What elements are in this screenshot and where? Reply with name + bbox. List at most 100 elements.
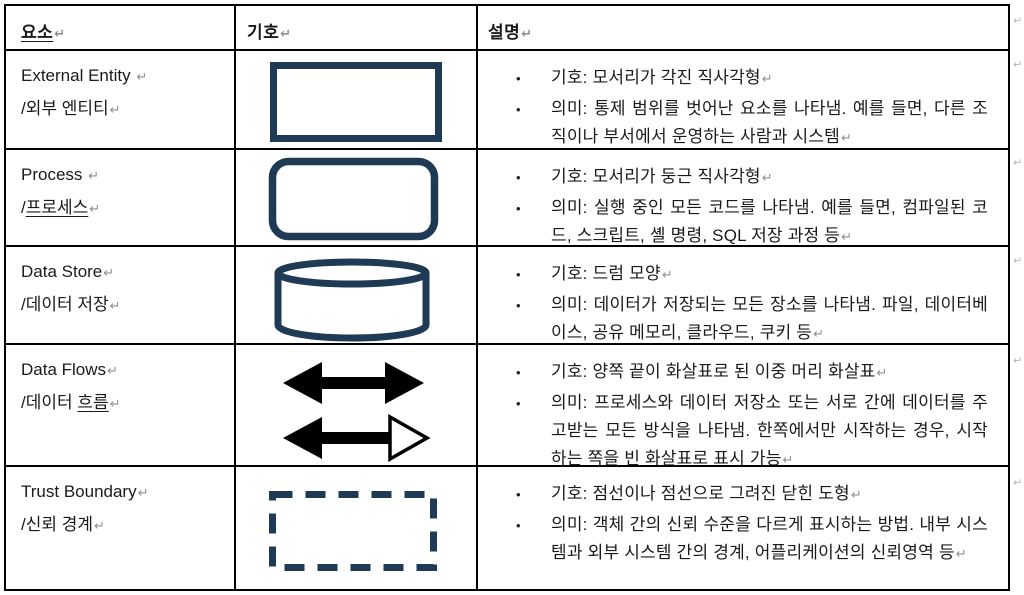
symbol-cell <box>236 467 478 589</box>
description-cell: •기호: 모서리가 각진 직사각형↵•의미: 통제 범위를 벗어난 요소를 나타… <box>478 51 1008 150</box>
paragraph-mark-icon: ↵ <box>54 26 66 41</box>
element-name-text: External Entity <box>21 66 136 85</box>
element-name-text: Data Flows <box>21 360 107 379</box>
bullet-dot-icon: • <box>516 267 521 282</box>
paragraph-mark-icon: ↵ <box>136 69 148 84</box>
element-name-cell: Trust Boundary↵/신뢰 경계↵ <box>6 467 236 589</box>
element-name-text: 흐름 <box>77 393 109 412</box>
bullet-text: 의미: 실행 중인 모든 코드를 나타냄. 예를 들면, 컴파일된 코드, 스크… <box>551 198 988 245</box>
bullet-item: •기호: 모서리가 둥근 직사각형↵ <box>516 163 1000 192</box>
bullet-text: 기호: 모서리가 둥근 직사각형↵ <box>551 167 773 186</box>
header-label-description: 설명 <box>488 23 521 42</box>
element-name-line: Process ↵ <box>21 159 230 192</box>
row-end-mark-icon: ↵ <box>1013 157 1023 169</box>
half-filled-arrow-shaft <box>283 417 390 459</box>
element-name-line: /프로세스↵ <box>21 192 230 225</box>
element-name-text: 프로세스 <box>25 198 89 217</box>
bullet-dot-icon: • <box>516 71 521 86</box>
bullet-text: 기호: 점선이나 점선으로 그려진 닫힌 도형↵ <box>551 484 862 503</box>
bullet-item: • 기호: 드럼 모양↵ <box>516 260 1000 289</box>
element-name-cell: External Entity ↵/외부 엔티티↵ <box>6 51 236 150</box>
element-name-text: /외부 엔티티 <box>21 99 109 118</box>
header-cell-element: 요소↵ <box>6 6 236 51</box>
bullet-item: • 기호: 점선이나 점선으로 그려진 닫힌 도형↵ <box>516 480 1000 509</box>
paragraph-mark-icon: ↵ <box>94 518 105 533</box>
dfd-elements-table: 요소↵ 기호↵ 설명↵ External Entity ↵/외부 엔티티↵ •기… <box>4 4 1010 591</box>
hollow-arrowhead <box>388 413 431 463</box>
paragraph-mark-icon: ↵ <box>850 487 862 502</box>
description-cell: •기호: 모서리가 둥근 직사각형↵ • 의미: 실행 중인 모든 코드를 나타냄.… <box>478 150 1008 247</box>
bullet-dot-icon: • <box>516 298 521 313</box>
row-end-mark-icon: ↵ <box>1013 59 1023 71</box>
bullet-text: 기호: 드럼 모양↵ <box>551 264 673 283</box>
bullet-item: • 의미: 데이터가 저장되는 모든 장소를 나타냄. 파일, 데이터베이스, 공… <box>516 291 1000 343</box>
element-name-cell: Data Store↵/데이터 저장↵ <box>6 247 236 345</box>
paragraph-mark-icon: ↵ <box>88 168 100 183</box>
description-cell: • 기호: 점선이나 점선으로 그려진 닫힌 도형↵ • 의미: 객체 간의 신뢰 수… <box>478 467 1008 589</box>
description-cell: • 기호: 드럼 모양↵ • 의미: 데이터가 저장되는 모든 장소를 나타냄. 파일… <box>478 247 1008 345</box>
row-end-mark-icon: ↵ <box>1013 355 1023 367</box>
symbol-cell <box>236 51 478 150</box>
paragraph-mark-icon: ↵ <box>521 26 533 41</box>
paragraph-mark-icon: ↵ <box>955 546 967 561</box>
header-label-symbol: 기호 <box>247 23 280 42</box>
element-name-text: / <box>21 198 26 217</box>
header-cell-symbol: 기호↵ <box>236 6 478 51</box>
bullet-dot-icon: • <box>516 201 521 216</box>
bullet-item: •기호: 모서리가 각진 직사각형↵ <box>516 64 1000 93</box>
data-store-symbol <box>274 258 430 342</box>
double-filled-arrow <box>283 362 424 404</box>
paragraph-mark-icon: ↵ <box>761 71 773 86</box>
paragraph-mark-icon: ↵ <box>103 265 115 280</box>
paragraph-mark-icon: ↵ <box>280 26 292 41</box>
description-cell: • 기호: 양쪽 끝이 화살표로 된 이중 머리 화살표↵ • 의미: 프로세스와 데… <box>478 345 1008 467</box>
process-symbol <box>268 157 439 241</box>
paragraph-mark-icon: ↵ <box>782 452 794 467</box>
bullet-dot-icon: • <box>516 518 521 533</box>
paragraph-mark-icon: ↵ <box>109 298 121 313</box>
element-name-text: Data Store <box>21 262 103 281</box>
element-name-line: /데이터 흐름↵ <box>21 387 230 420</box>
external-entity-symbol <box>270 62 442 142</box>
paragraph-mark-icon: ↵ <box>761 170 773 185</box>
row-end-mark-icon: ↵ <box>1013 477 1023 489</box>
row-end-mark-icon: ↵ <box>1013 15 1023 27</box>
bullet-item: • 의미: 통제 범위를 벗어난 요소를 나타냄. 예를 들면, 다른 조직이나 … <box>516 95 1000 148</box>
paragraph-mark-icon: ↵ <box>137 485 149 500</box>
element-name-text: /데이터 <box>21 393 78 412</box>
header-cell-description: 설명↵ <box>478 6 1008 51</box>
bullet-dot-icon: • <box>516 396 521 411</box>
bullet-item: • 의미: 프로세스와 데이터 저장소 또는 서로 간에 데이터를 주고받는 모든… <box>516 389 1000 467</box>
paragraph-mark-icon: ↵ <box>109 396 121 411</box>
bullet-text: 기호: 양쪽 끝이 화살표로 된 이중 머리 화살표↵ <box>551 362 888 381</box>
paragraph-mark-icon: ↵ <box>813 326 825 341</box>
element-name-cell: Data Flows↵/데이터 흐름↵ <box>6 345 236 467</box>
trust-boundary-symbol <box>269 491 437 571</box>
element-name-text: Process <box>21 165 88 184</box>
bullet-dot-icon: • <box>516 487 521 502</box>
bullet-text: 의미: 통제 범위를 벗어난 요소를 나타냄. 예를 들면, 다른 조직이나 부… <box>551 99 988 146</box>
symbol-cell <box>236 150 478 247</box>
element-name-line: External Entity ↵ <box>21 60 230 93</box>
element-name-line: Data Flows↵ <box>21 354 230 387</box>
paragraph-mark-icon: ↵ <box>661 267 673 282</box>
element-name-line: /외부 엔티티↵ <box>21 93 230 126</box>
bullet-dot-icon: • <box>516 365 521 380</box>
element-name-line: Data Store↵ <box>21 256 230 289</box>
row-end-mark-icon: ↵ <box>1013 255 1023 267</box>
bullet-text: 의미: 객체 간의 신뢰 수준을 다르게 표시하는 방법. 내부 시스템과 외부… <box>551 515 988 562</box>
paragraph-mark-icon: ↵ <box>841 229 853 244</box>
element-name-text: Trust Boundary <box>21 482 137 501</box>
bullet-dot-icon: • <box>516 102 521 117</box>
paragraph-mark-icon: ↵ <box>876 365 888 380</box>
element-name-line: /신뢰 경계↵ <box>21 509 230 542</box>
bullet-text: 의미: 데이터가 저장되는 모든 장소를 나타냄. 파일, 데이터베이스, 공유… <box>551 295 988 342</box>
symbol-cell <box>236 345 478 467</box>
element-name-text: /신뢰 경계 <box>21 515 94 534</box>
paragraph-mark-icon: ↵ <box>107 363 118 378</box>
bullet-item: • 의미: 실행 중인 모든 코드를 나타냄. 예를 들면, 컴파일된 코드, 스… <box>516 194 1000 245</box>
bullet-text: 의미: 프로세스와 데이터 저장소 또는 서로 간에 데이터를 주고받는 모든 … <box>551 393 988 467</box>
paragraph-mark-icon: ↵ <box>89 201 101 216</box>
header-label-element: 요소 <box>21 23 54 42</box>
